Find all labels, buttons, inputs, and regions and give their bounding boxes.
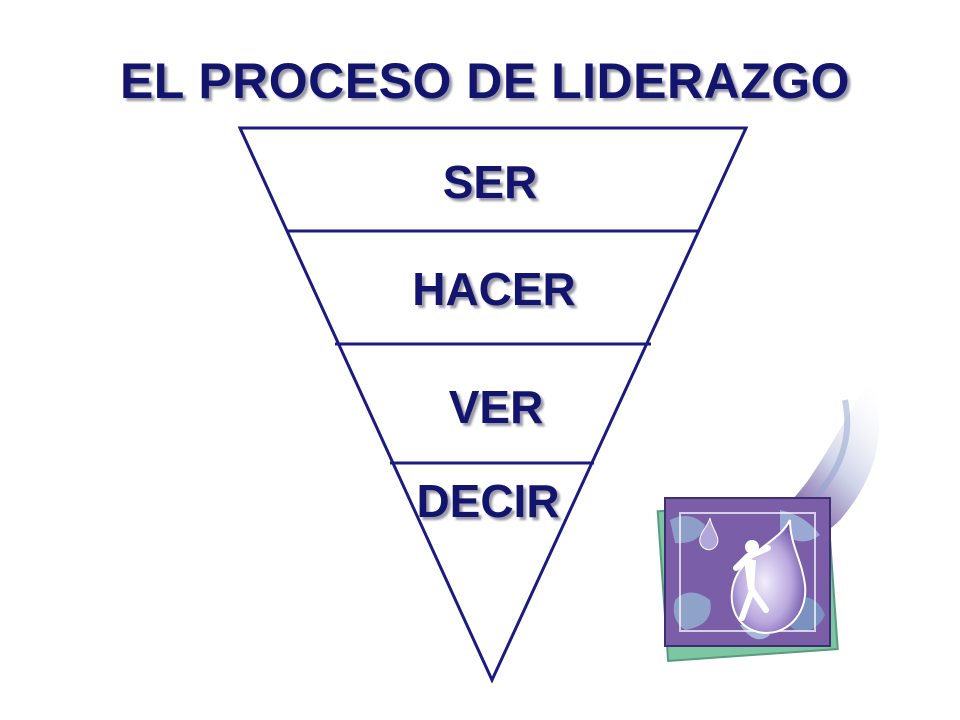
level-ser-label: SER (442, 156, 538, 208)
level-ver-label: VER (448, 381, 544, 433)
leadership-clipart-icon (656, 380, 879, 662)
level-hacer-label: HACER (412, 263, 576, 315)
slide-title: EL PROCESO DE LIDERAZGO (119, 53, 851, 109)
level-decir-label: DECIR (416, 475, 560, 527)
funnel-outline (237, 126, 749, 684)
